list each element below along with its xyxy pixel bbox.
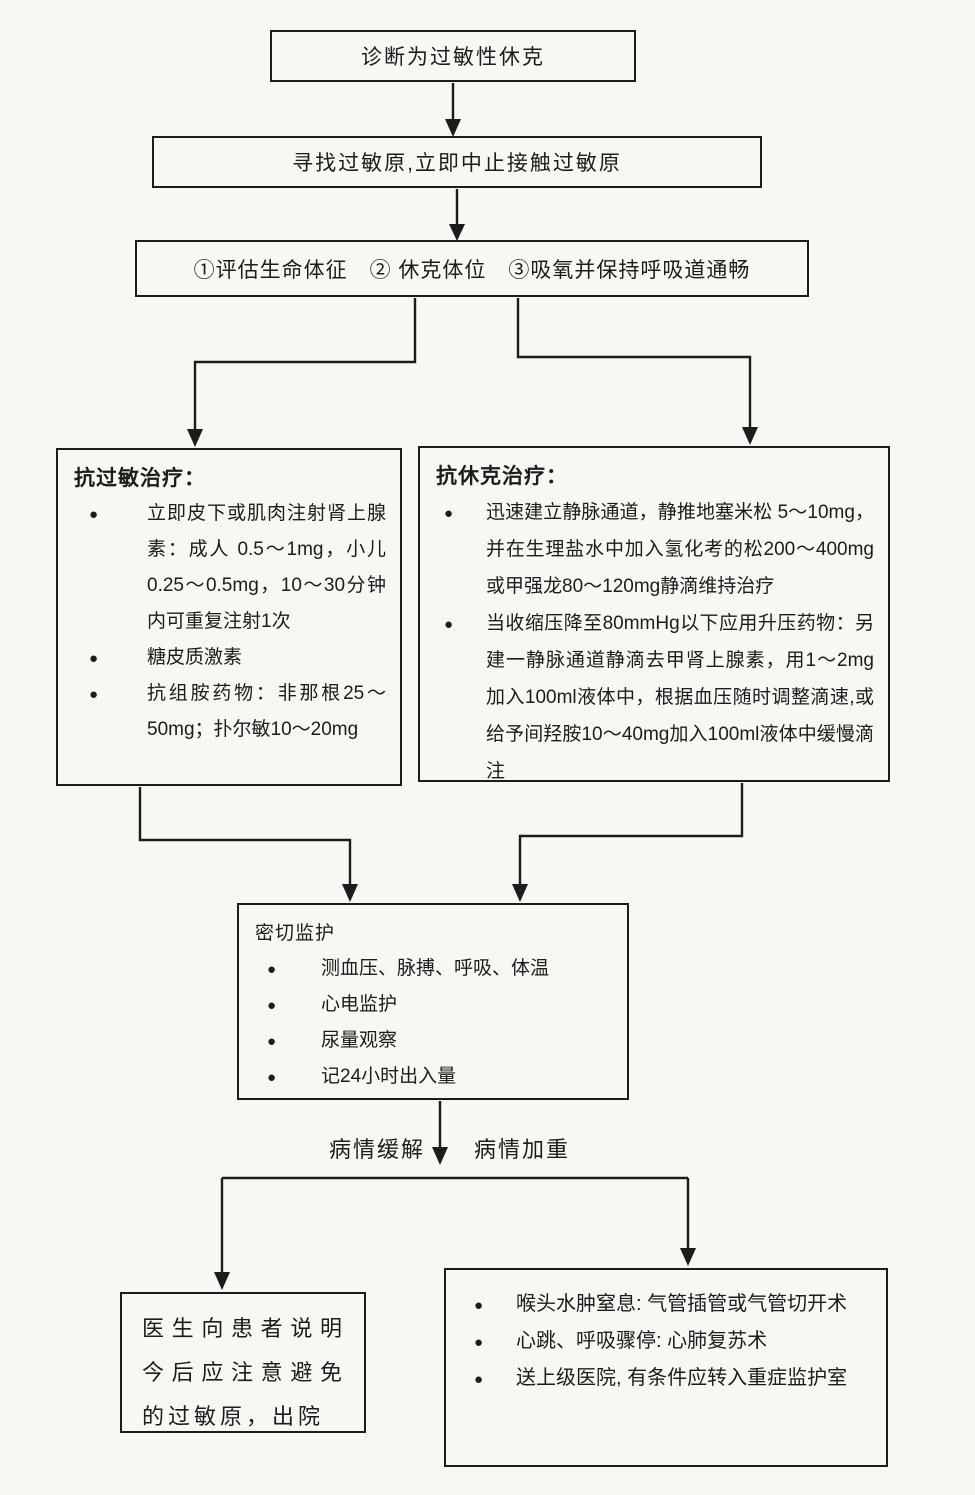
node-diagnosis: 诊断为过敏性休克 — [270, 30, 636, 82]
node-find-allergen: 寻找过敏原,立即中止接触过敏原 — [152, 136, 762, 188]
list-item: 记24小时出入量 — [255, 1059, 613, 1096]
list-item: 当收缩压降至80mmHg以下应用升压药物：另建一静脉通道静滴去甲肾上腺素，用1～… — [436, 605, 874, 790]
arrow-branch-to-discharge — [214, 1178, 230, 1290]
node-deterioration-actions: 喉头水肿窒息: 气管插管或气管切开术 心跳、呼吸骤停: 心肺复苏术 送上级医院,… — [444, 1268, 888, 1467]
arrow-assess-to-anti-shock — [516, 298, 758, 445]
deterioration-bullet-list: 喉头水肿窒息: 气管插管或气管切开术 心跳、呼吸骤停: 心肺复苏术 送上级医院,… — [462, 1286, 872, 1398]
list-item: 尿量观察 — [255, 1023, 613, 1060]
monitoring-title: 密切监护 — [255, 923, 336, 944]
node-initial-measures-text: ①评估生命体征 ② 休克体位 ③吸氧并保持呼吸道通畅 — [193, 258, 751, 282]
node-find-allergen-text: 寻找过敏原,立即中止接触过敏原 — [292, 152, 622, 175]
list-item: 心电监护 — [255, 987, 613, 1024]
list-item: 立即皮下或肌肉注射肾上腺素：成人 0.5～1mg，小儿0.25～0.5mg，10… — [74, 496, 386, 640]
arrow-find-to-assess — [449, 189, 465, 241]
node-discharge-text: 医生向患者说明今后应注意避免的过敏原，出院 — [142, 1316, 346, 1429]
monitoring-bullet-list: 测血压、脉搏、呼吸、体温 心电监护 尿量观察 记24小时出入量 — [255, 951, 613, 1096]
list-item: 喉头水肿窒息: 气管插管或气管切开术 — [462, 1286, 872, 1324]
node-discharge-education: 医生向患者说明今后应注意避免的过敏原，出院 — [120, 1292, 366, 1433]
node-close-monitoring: 密切监护 测血压、脉搏、呼吸、体温 心电监护 尿量观察 记24小时出入量 — [237, 903, 629, 1100]
list-item: 迅速建立静脉通道，静推地塞米松 5～10mg，并在生理盐水中加入氢化考的松200… — [436, 494, 874, 605]
arrow-diagnosis-to-find — [445, 83, 461, 137]
node-initial-measures: ①评估生命体征 ② 休克体位 ③吸氧并保持呼吸道通畅 — [135, 240, 809, 297]
arrow-anti-allergy-to-monitoring — [138, 787, 358, 902]
arrow-monitoring-to-branch — [432, 1101, 448, 1165]
list-item: 心跳、呼吸骤停: 心肺复苏术 — [462, 1323, 872, 1361]
anti-shock-title: 抗休克治疗： — [436, 465, 568, 488]
node-anti-shock-treatment: 抗休克治疗： 迅速建立静脉通道，静推地塞米松 5～10mg，并在生理盐水中加入氢… — [418, 446, 890, 782]
arrow-branch-to-deterioration — [680, 1178, 696, 1266]
anti-allergy-bullet-list: 立即皮下或肌肉注射肾上腺素：成人 0.5～1mg，小儿0.25～0.5mg，10… — [74, 496, 386, 748]
arrow-assess-to-anti-allergy — [187, 298, 417, 447]
branch-label-worsened: 病情加重 — [474, 1137, 571, 1162]
node-anti-allergy-treatment: 抗过敏治疗： 立即皮下或肌肉注射肾上腺素：成人 0.5～1mg，小儿0.25～0… — [56, 448, 402, 786]
list-item: 测血压、脉搏、呼吸、体温 — [255, 951, 613, 988]
list-item: 抗组胺药物：非那根25～50mg；扑尔敏10～20mg — [74, 676, 386, 748]
branch-label-relieved: 病情缓解 — [328, 1137, 425, 1162]
list-item: 送上级医院, 有条件应转入重症监护室 — [462, 1360, 872, 1398]
anti-allergy-title: 抗过敏治疗： — [74, 467, 206, 490]
anti-shock-bullet-list: 迅速建立静脉通道，静推地塞米松 5～10mg，并在生理盐水中加入氢化考的松200… — [436, 494, 874, 790]
arrow-anti-shock-to-monitoring — [512, 783, 744, 902]
list-item: 糖皮质激素 — [74, 640, 386, 677]
node-diagnosis-text: 诊断为过敏性休克 — [361, 46, 545, 69]
